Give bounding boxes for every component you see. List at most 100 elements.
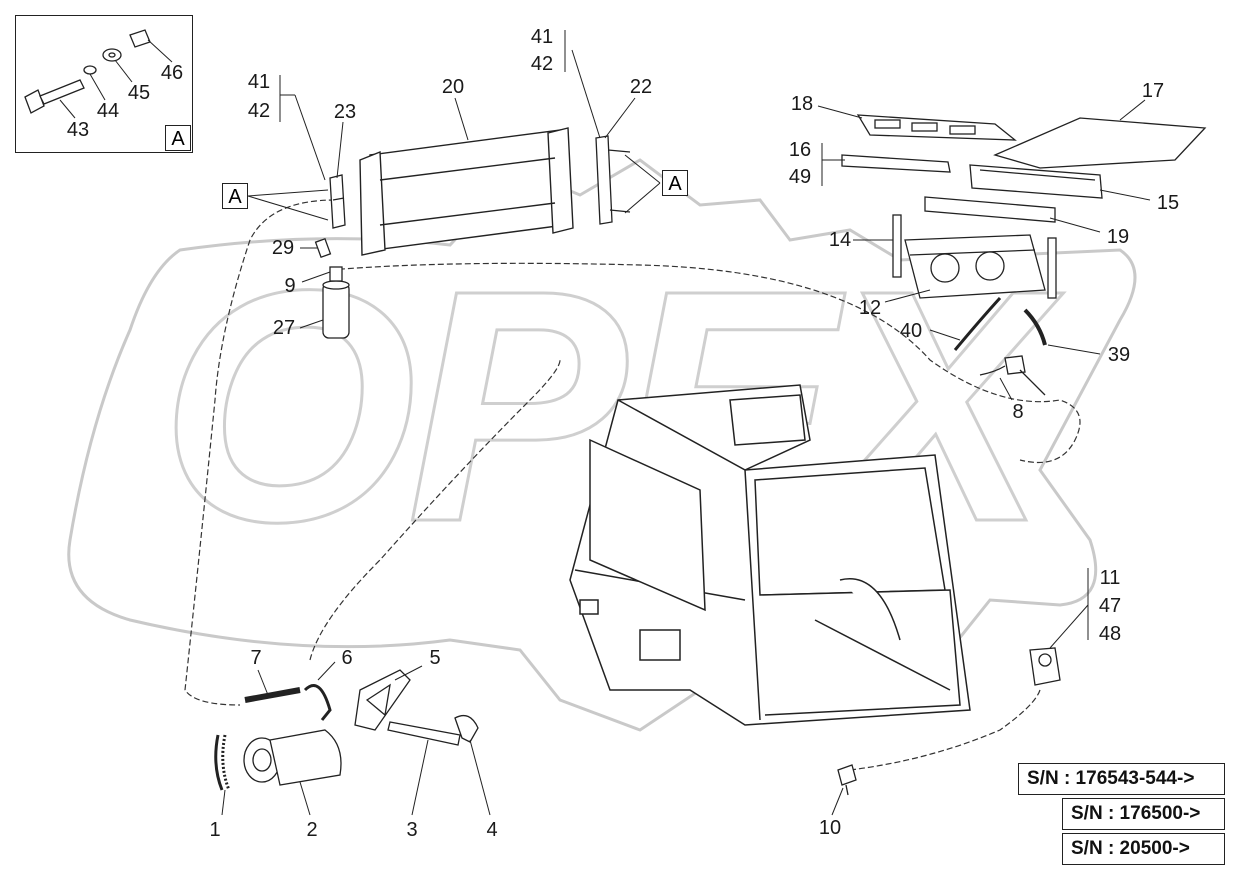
leader-8 — [999, 377, 1013, 401]
bracket-5 — [354, 669, 411, 731]
serial-number-box-3: S/N : 20500-> — [1062, 833, 1225, 865]
leader-17 — [1119, 99, 1146, 121]
hose-40 — [953, 296, 1002, 351]
leader-7 — [257, 669, 269, 696]
leader-19 — [1049, 217, 1101, 233]
detail-a-label: A — [165, 125, 191, 151]
fitting-29 — [314, 237, 332, 259]
callout-15: 15 — [1157, 192, 1179, 214]
callout-2: 2 — [306, 819, 317, 841]
callout-5: 5 — [429, 647, 440, 669]
callout-16: 16 — [789, 139, 811, 161]
leader-11-47-48 — [1049, 604, 1089, 649]
callout-11: 11 — [1100, 567, 1121, 589]
callout-1: 1 — [209, 819, 220, 841]
tensioner-4 — [454, 714, 479, 743]
callout-19: 19 — [1107, 226, 1129, 248]
thermostat-switch — [1029, 647, 1061, 686]
condenser — [359, 127, 574, 256]
callout-29: 29 — [272, 237, 294, 259]
leader-10 — [831, 787, 844, 816]
refrigerant-hose-line-2 — [329, 262, 1081, 464]
callout-41-left: 41 — [248, 71, 270, 93]
leader-12 — [884, 289, 931, 303]
callout-22: 22 — [630, 76, 652, 98]
filter-16 — [841, 154, 951, 173]
callout-17: 17 — [1142, 80, 1164, 102]
leader-3 — [411, 739, 429, 816]
duct-18 — [856, 114, 1017, 141]
callout-43: 43 — [67, 119, 89, 141]
callout-labels: 1 2 3 4 5 6 7 8 9 10 11 47 48 12 14 15 1… — [67, 26, 1179, 841]
refrigerant-hose-line — [184, 199, 336, 706]
leader-18 — [817, 105, 863, 119]
hose-to-drain — [849, 689, 1041, 771]
leader-46 — [147, 39, 173, 63]
callout-14: 14 — [829, 229, 851, 251]
serial-number-box-2: S/N : 176500-> — [1062, 798, 1225, 830]
callout-42-left: 42 — [248, 100, 270, 122]
callout-39: 39 — [1108, 344, 1130, 366]
receiver-drier — [322, 266, 350, 339]
leader-20 — [454, 97, 469, 141]
compressor-2 — [243, 729, 342, 786]
callout-20: 20 — [442, 76, 464, 98]
section-a-marker-left: A — [222, 183, 248, 209]
callout-4: 4 — [486, 819, 497, 841]
leader-6 — [317, 661, 336, 681]
callout-44: 44 — [97, 100, 119, 122]
drain-valve-10 — [837, 764, 857, 796]
grille-15 — [969, 164, 1103, 199]
evaporator-unit — [904, 234, 1046, 299]
callout-7: 7 — [250, 647, 261, 669]
callout-6: 6 — [341, 647, 352, 669]
detail-a-hardware — [24, 29, 151, 114]
callout-41-right: 41 — [531, 26, 553, 48]
leader-22 — [604, 97, 636, 139]
leader-5 — [394, 665, 423, 681]
bracket-41-42-left-to — [294, 94, 326, 181]
callout-46: 46 — [161, 62, 183, 84]
leader-44 — [89, 73, 106, 101]
callout-8: 8 — [1012, 401, 1023, 423]
bracket-22 — [595, 135, 631, 225]
serial-number-box-1: S/N : 176543-544-> — [1018, 763, 1225, 795]
side-bracket-14 — [892, 214, 1057, 299]
leader-43 — [59, 99, 76, 119]
leader-2 — [299, 781, 311, 816]
hose-to-compressor — [309, 359, 561, 661]
callout-9: 9 — [284, 275, 295, 297]
callout-42-right: 42 — [531, 53, 553, 75]
leader-23 — [336, 121, 344, 179]
hose-6 — [303, 684, 332, 721]
leader-39 — [1047, 344, 1101, 355]
callout-10: 10 — [819, 817, 841, 839]
bracket-41-42-right-to — [571, 49, 601, 139]
callout-47: 47 — [1099, 595, 1121, 617]
expansion-valve-8 — [979, 355, 1046, 396]
detail-a-box — [15, 15, 193, 153]
hose-39 — [1023, 308, 1047, 346]
leader-9 — [301, 271, 331, 283]
callout-48: 48 — [1099, 623, 1121, 645]
callout-12: 12 — [859, 297, 881, 319]
belt-1 — [214, 734, 231, 791]
leader-27 — [299, 319, 324, 329]
section-a-right-leader — [624, 154, 661, 184]
callout-40: 40 — [900, 320, 922, 342]
leader-15 — [1099, 189, 1151, 201]
callout-23: 23 — [334, 101, 356, 123]
leader-40 — [929, 329, 961, 341]
plate-19 — [924, 196, 1056, 223]
section-a-right-leader-2 — [624, 182, 661, 214]
callout-27: 27 — [273, 317, 295, 339]
section-a-marker-right: A — [662, 170, 688, 196]
section-a-left-leader — [247, 189, 329, 197]
leader-45 — [114, 59, 133, 83]
bracket-23 — [329, 174, 346, 229]
leader-4 — [469, 739, 491, 816]
section-a-left-leader-2 — [247, 195, 329, 221]
strap-3 — [387, 721, 461, 746]
leader-1 — [221, 789, 226, 816]
